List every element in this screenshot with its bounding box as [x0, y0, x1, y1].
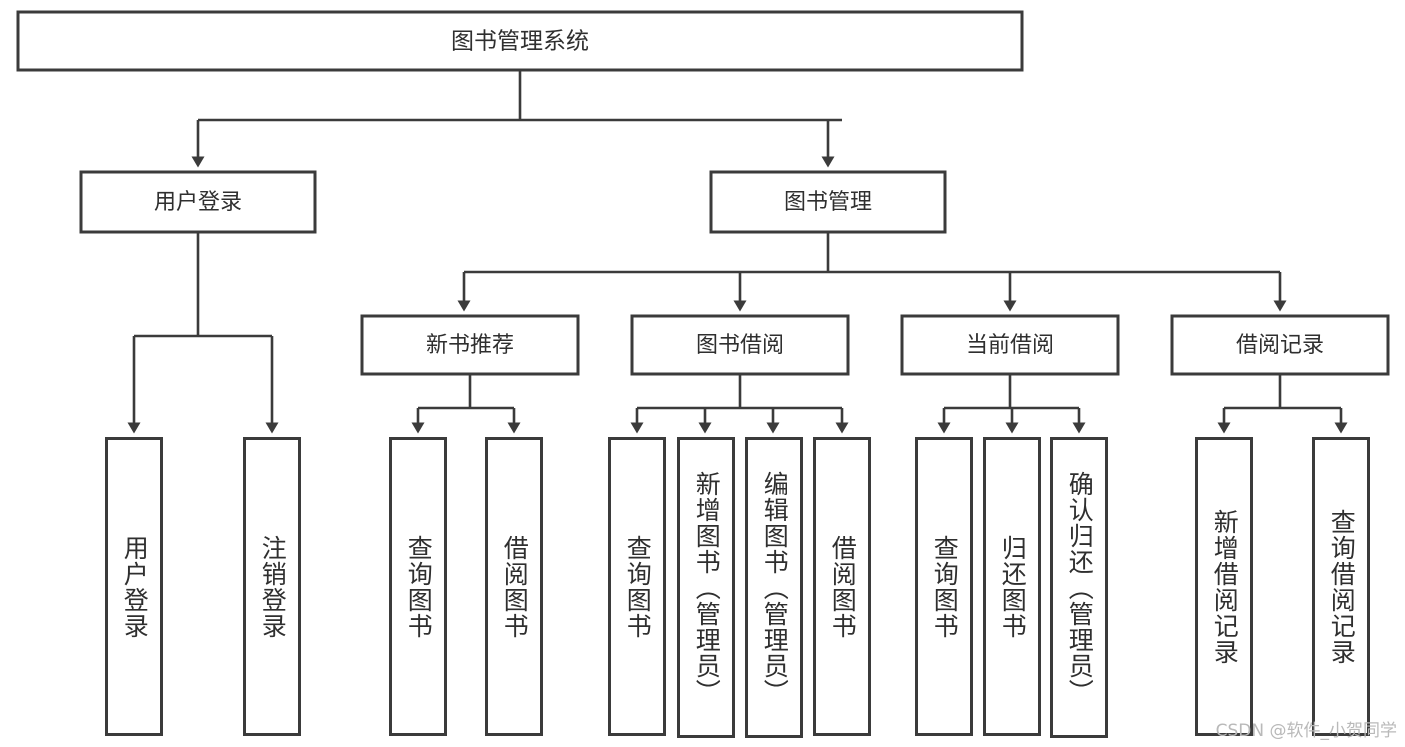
- leaf-current-borrow-3[interactable]: 确认归还（管理员）: [1050, 437, 1108, 738]
- leaf-book-borrow-3[interactable]: 编辑图书（管理员）: [745, 437, 803, 738]
- node-borrow-record[interactable]: 借阅记录: [1170, 314, 1390, 376]
- node-new-book-recommend[interactable]: 新书推荐: [360, 314, 580, 376]
- leaf-user-login-1-label: 用户登录: [120, 534, 150, 639]
- leaf-borrow-record-1-label: 新增借阅记录: [1210, 508, 1240, 665]
- leaf-book-borrow-1[interactable]: 查询图书: [608, 437, 666, 736]
- node-user-login[interactable]: 用户登录: [79, 170, 317, 234]
- leaf-user-login-2[interactable]: 注销登录: [243, 437, 301, 736]
- node-current-borrow-label: 当前借阅: [966, 333, 1054, 358]
- leaf-user-login-2-label: 注销登录: [258, 534, 288, 639]
- node-root[interactable]: 图书管理系统: [16, 10, 1024, 72]
- node-root-label: 图书管理系统: [451, 29, 589, 55]
- leaf-current-borrow-1[interactable]: 查询图书: [915, 437, 973, 736]
- node-current-borrow[interactable]: 当前借阅: [900, 314, 1120, 376]
- leaf-borrow-record-2-label: 查询借阅记录: [1327, 508, 1357, 665]
- leaf-book-borrow-4-label: 借阅图书: [828, 534, 858, 639]
- leaf-current-borrow-2[interactable]: 归还图书: [983, 437, 1041, 736]
- leaf-new-book-1[interactable]: 查询图书: [389, 437, 447, 736]
- leaf-book-borrow-2[interactable]: 新增图书（管理员）: [677, 437, 735, 738]
- leaf-current-borrow-1-label: 查询图书: [930, 534, 960, 639]
- leaf-borrow-record-1[interactable]: 新增借阅记录: [1195, 437, 1253, 736]
- leaf-current-borrow-3-label: 确认归还（管理员）: [1065, 470, 1095, 705]
- leaf-new-book-2[interactable]: 借阅图书: [485, 437, 543, 736]
- leaf-book-borrow-2-label: 新增图书（管理员）: [692, 470, 722, 705]
- node-book-manage[interactable]: 图书管理: [709, 170, 947, 234]
- leaf-book-borrow-4[interactable]: 借阅图书: [813, 437, 871, 736]
- leaf-current-borrow-2-label: 归还图书: [998, 534, 1028, 639]
- leaf-book-borrow-1-label: 查询图书: [623, 534, 653, 639]
- node-user-login-label: 用户登录: [154, 190, 242, 215]
- leaf-borrow-record-2[interactable]: 查询借阅记录: [1312, 437, 1370, 736]
- leaf-user-login-1[interactable]: 用户登录: [105, 437, 163, 736]
- leaf-book-borrow-3-label: 编辑图书（管理员）: [760, 470, 790, 705]
- node-new-book-recommend-label: 新书推荐: [426, 333, 514, 358]
- node-borrow-record-label: 借阅记录: [1236, 333, 1324, 358]
- leaf-new-book-1-label: 查询图书: [404, 534, 434, 639]
- node-book-borrow-label: 图书借阅: [696, 333, 784, 358]
- node-book-manage-label: 图书管理: [784, 190, 872, 215]
- leaf-new-book-2-label: 借阅图书: [500, 534, 530, 639]
- node-book-borrow[interactable]: 图书借阅: [630, 314, 850, 376]
